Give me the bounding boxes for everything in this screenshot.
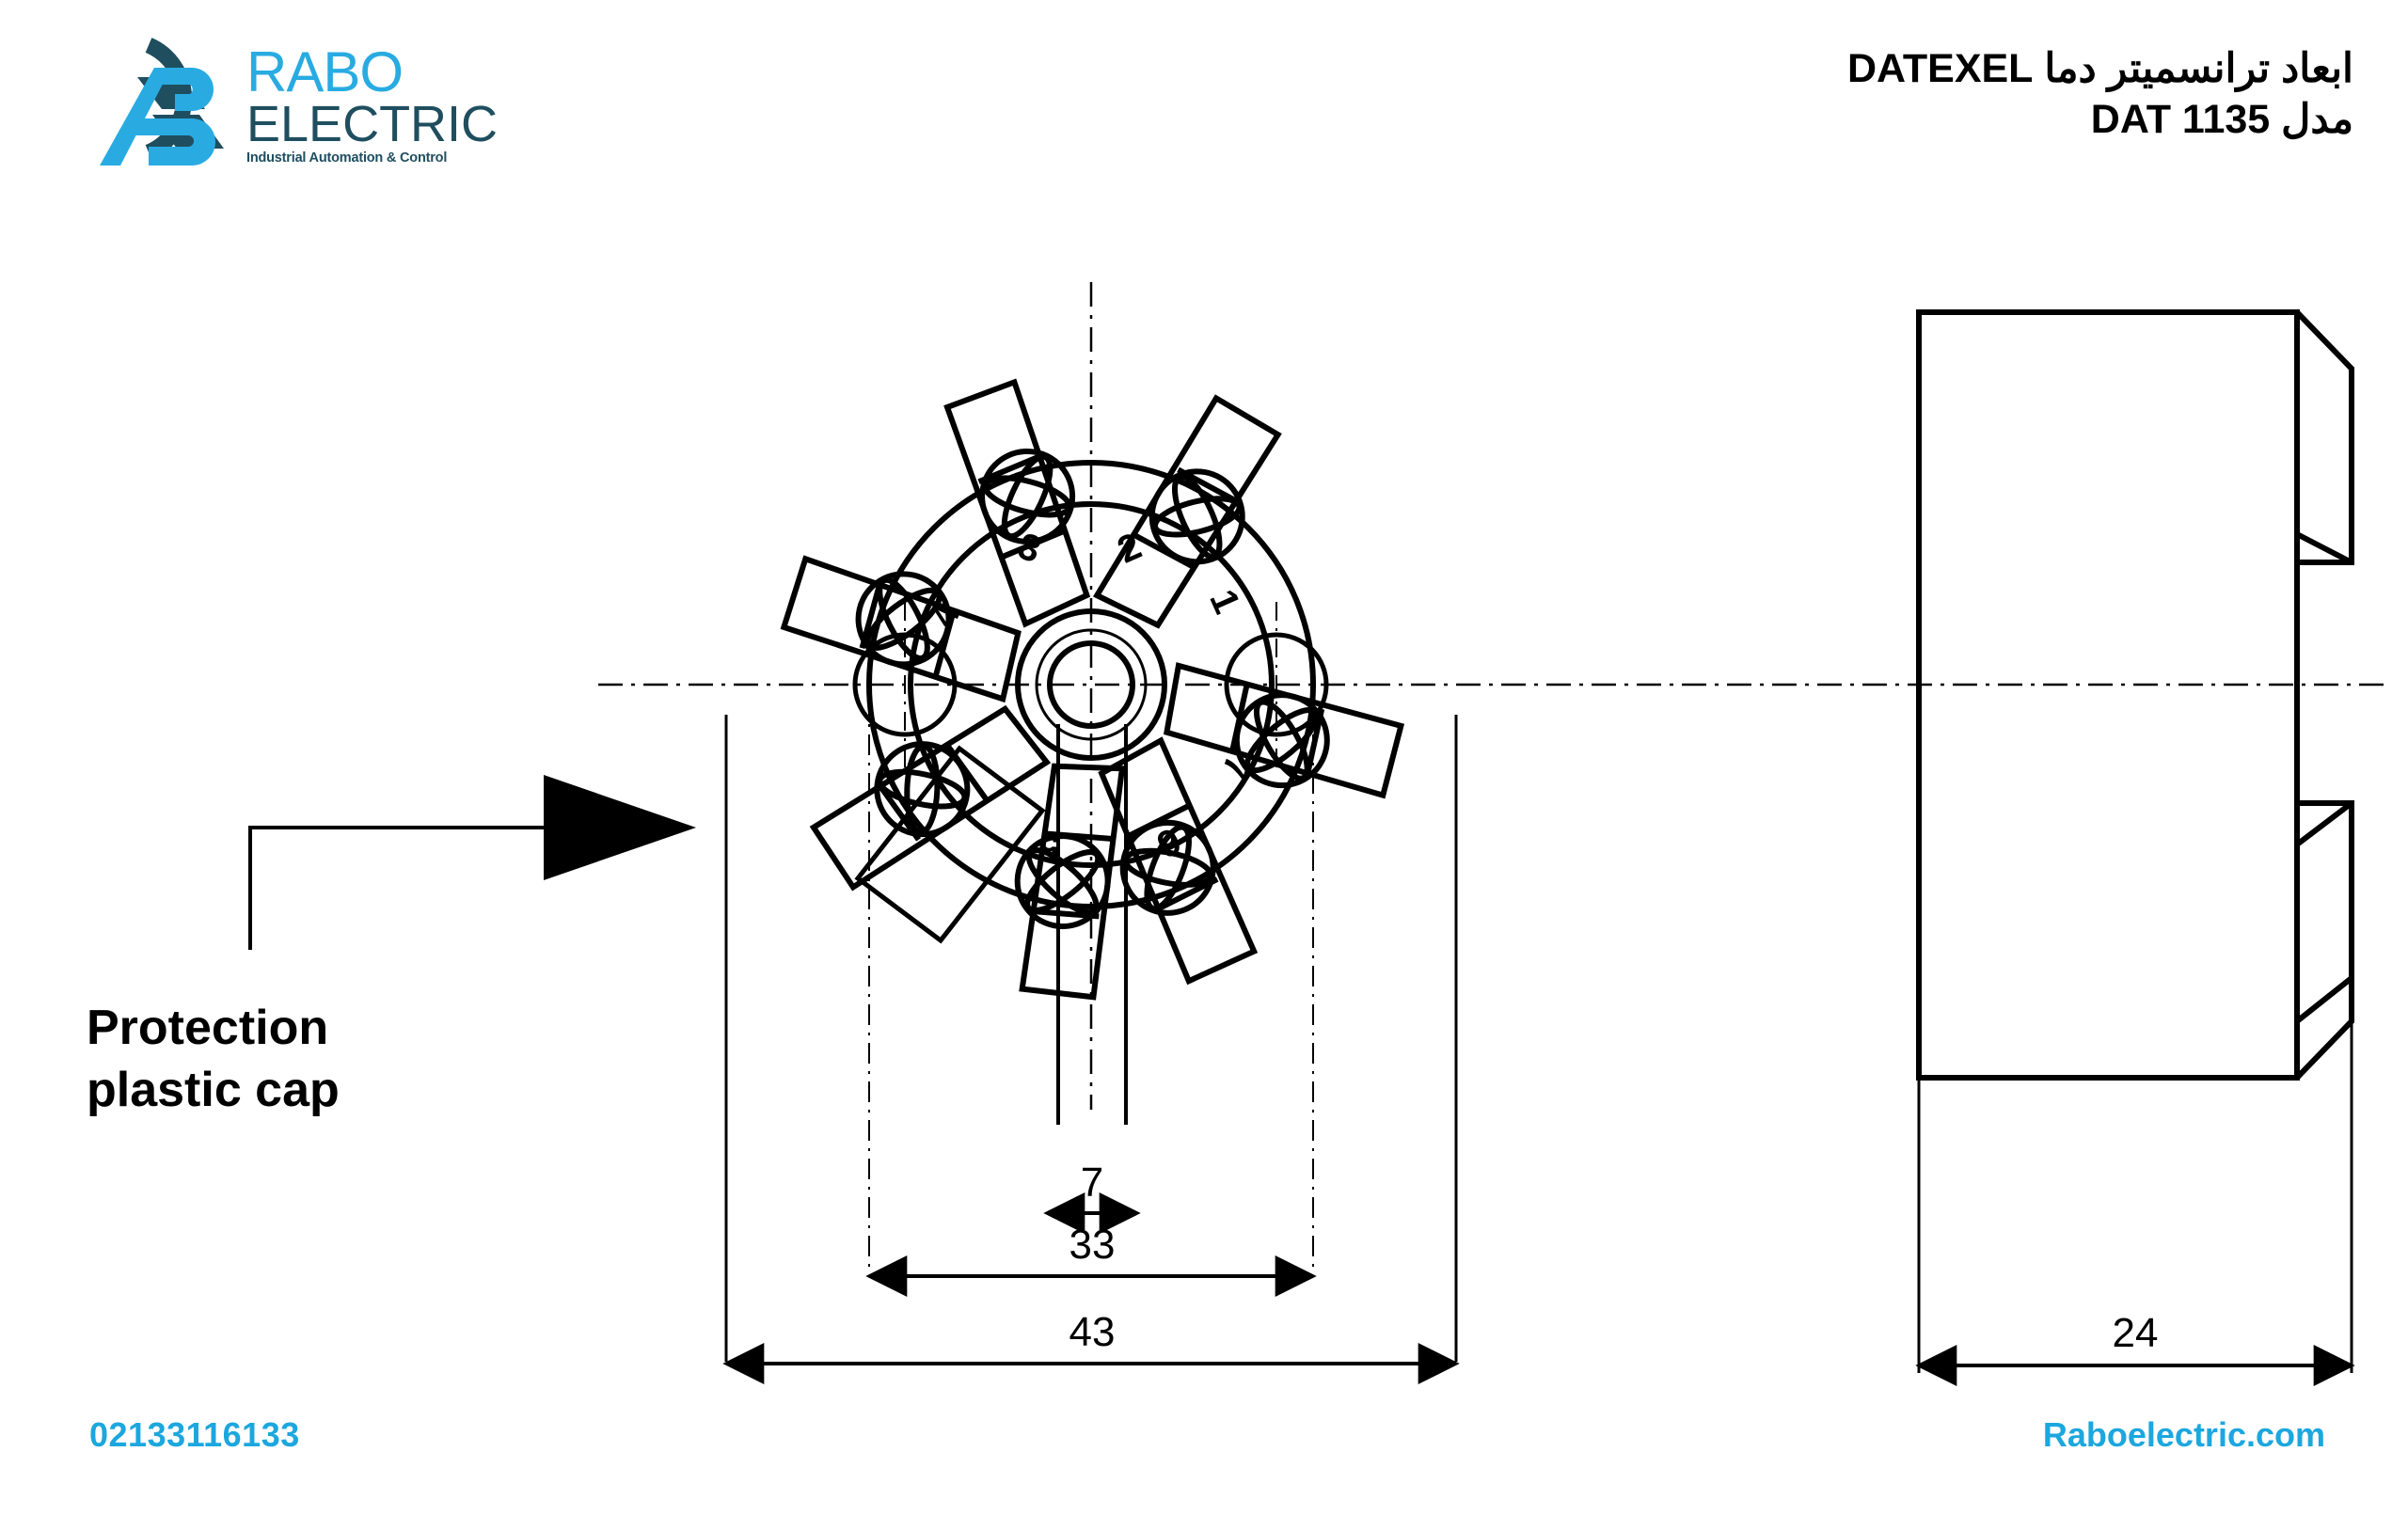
terminal-ring-circle — [908, 501, 1275, 868]
brand-name-secondary: ELECTRIC — [246, 96, 499, 152]
callout-label-line-2: plastic cap — [87, 1063, 340, 1117]
side-bottom-chamfer — [2294, 800, 2354, 1081]
terminal-wedge-2 — [943, 378, 1091, 628]
terminal-label-5: 5 — [1037, 826, 1060, 868]
page-title-line-1: ابعاد ترانسمیتر دما DATEXEL — [1846, 46, 2353, 91]
dimension-33-value: 33 — [1069, 1222, 1116, 1268]
terminal-wedge-1 — [1092, 394, 1282, 629]
dimension-43-value: 43 — [1069, 1309, 1116, 1355]
page-title: ابعاد ترانسمیتر دما DATEXEL مدل DAT 1135 — [1319, 43, 2353, 145]
dimension-24-value: 24 — [2113, 1310, 2159, 1356]
dimension-33: 33 — [865, 1222, 1317, 1297]
side-view-transmitter — [1916, 309, 2354, 1373]
footer-website-link[interactable]: Raboelectric.com — [2042, 1415, 2325, 1454]
brand-tagline: Industrial Automation & Control — [246, 150, 448, 166]
callout-label-line-1: Protection — [87, 1001, 329, 1055]
side-top-chamfer-edge — [2295, 531, 2353, 565]
mounting-hole-right — [1224, 632, 1329, 737]
brand-name-primary: RABO — [246, 40, 404, 103]
brand-wordmark: RABO ELECTRIC Industrial Automation & Co… — [246, 40, 510, 167]
side-body-outline — [1916, 309, 2300, 1081]
terminal-wedge-3 — [780, 555, 1022, 703]
rabo-logo-mark-icon — [94, 28, 245, 169]
page-title-line-2: مدل DAT 1135 — [2090, 97, 2353, 142]
dimension-43: 43 — [722, 1309, 1460, 1384]
terminal-wedge-7 — [1163, 662, 1405, 799]
dimension-7-value: 7 — [1081, 1160, 1103, 1206]
footer-phone-number[interactable]: 02133116133 — [89, 1415, 300, 1454]
callout-leader — [248, 775, 696, 950]
side-top-chamfer — [2294, 309, 2354, 565]
terminal-wedge-group — [780, 378, 1405, 1001]
dimension-24: 24 — [1915, 1310, 2355, 1386]
side-bottom-chamfer-edge-a — [2295, 800, 2353, 847]
callout-leader-line — [248, 826, 544, 950]
callout-label: Protection plastic cap — [87, 997, 340, 1121]
front-view-transmitter — [724, 282, 1458, 1362]
side-bottom-chamfer-edge-b — [2295, 975, 2353, 1024]
dimension-7: 7 — [1043, 1160, 1141, 1234]
terminal-label-1: 1 — [1201, 584, 1247, 620]
terminal-wedge-5 — [1014, 763, 1126, 1001]
brand-logo: RABO ELECTRIC Industrial Automation & Co… — [94, 28, 508, 169]
label-plate — [854, 745, 1046, 944]
right-arrow-icon — [544, 775, 696, 880]
terminal-wedge-4 — [809, 704, 1052, 892]
